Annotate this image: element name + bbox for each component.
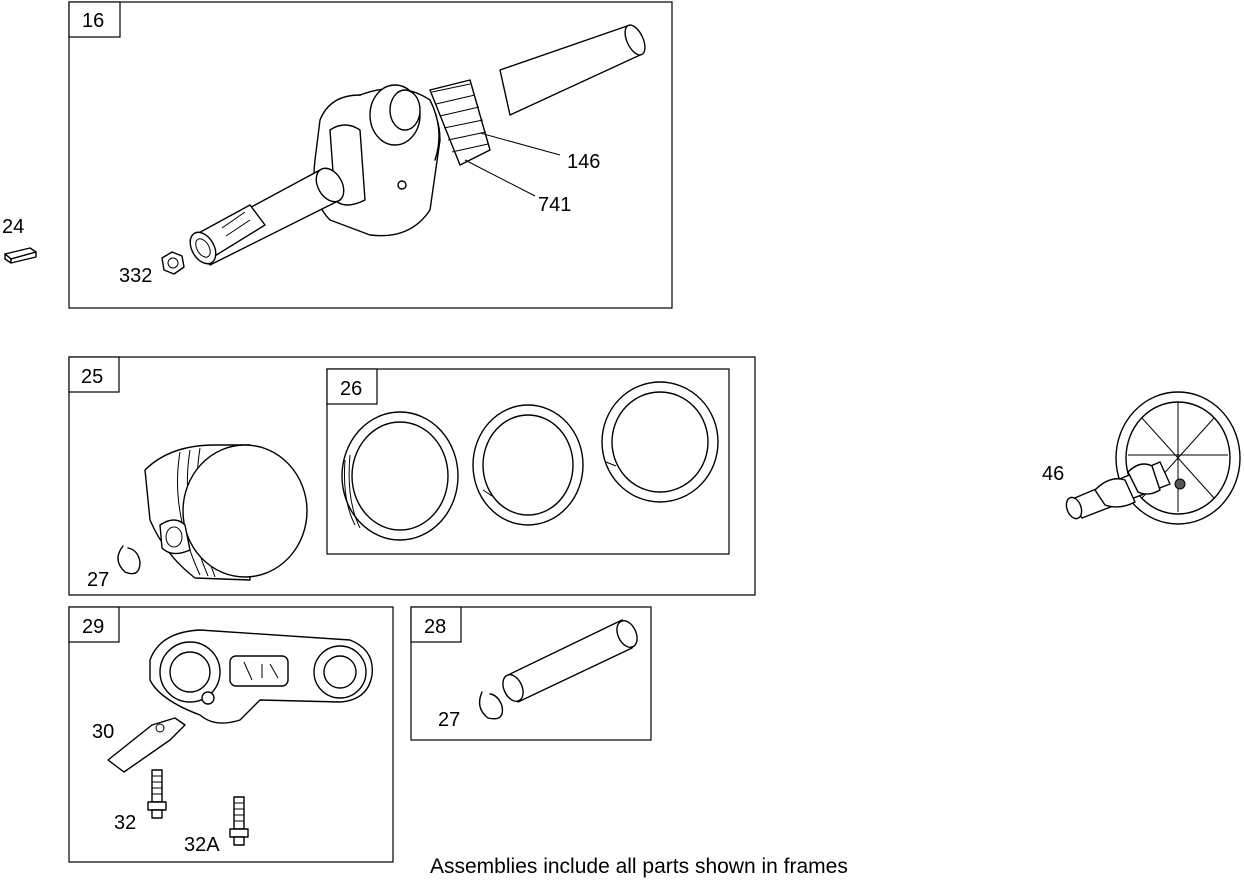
callout-32a: 32A (184, 834, 220, 856)
frame-tag-26: 26 (340, 378, 362, 400)
callout-27-pin: 27 (438, 709, 460, 731)
callout-30: 30 (92, 721, 114, 743)
callout-332: 332 (119, 265, 152, 287)
crankshaft-frame[interactable]: 16 (68, 1, 673, 309)
connecting-rod-frame[interactable]: 29 30 32 32A (68, 606, 394, 863)
crankshaft-drawing (161, 24, 646, 275)
piston-pin-frame[interactable]: 28 27 (410, 606, 652, 741)
camshaft-46[interactable]: 46 (1042, 391, 1241, 525)
callout-24: 24 (2, 216, 24, 238)
piston-rings-drawing (341, 381, 719, 541)
frame-tag-16: 16 (82, 10, 104, 32)
key-24[interactable]: 24 (2, 216, 37, 264)
connecting-rod-drawing (107, 629, 374, 846)
camshaft-drawing (1065, 391, 1241, 525)
piston-drawing (117, 444, 308, 581)
piston-pin-drawing (478, 619, 638, 720)
callout-146: 146 (567, 151, 600, 173)
callout-46: 46 (1042, 463, 1064, 485)
frame-tag-25: 25 (81, 366, 103, 388)
leader-lines-crankshaft (464, 132, 561, 197)
frame-tag-29: 29 (82, 616, 104, 638)
piston-frame[interactable]: 25 27 (68, 356, 756, 596)
footer-note: Assemblies include all parts shown in fr… (430, 855, 848, 878)
callout-32: 32 (114, 812, 136, 834)
callout-27-piston: 27 (87, 569, 109, 591)
callout-741: 741 (538, 194, 571, 216)
rings-frame[interactable]: 26 (326, 368, 730, 555)
frame-tag-28: 28 (424, 616, 446, 638)
